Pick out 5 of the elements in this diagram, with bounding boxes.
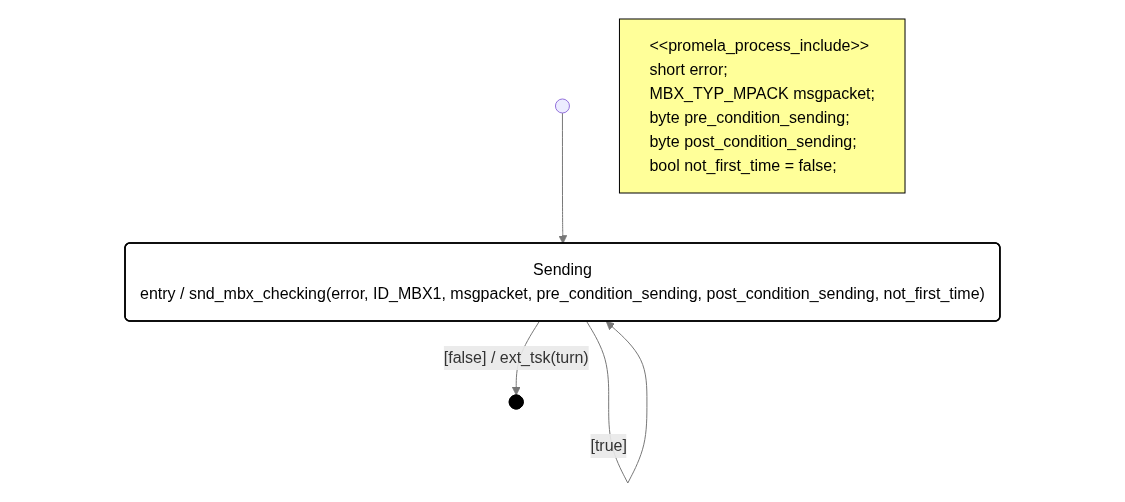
edge-label: [true] bbox=[590, 436, 627, 454]
arrow bbox=[558, 112, 568, 244]
edge-label: [false] / ext_tsk(turn) bbox=[443, 348, 589, 366]
node-box: <<promela_process_include>> short error; MBX_TYP_MPACK msgpacket; byte pre_condition_sending; byte post_condition_sending; bool not_first_time = false; bbox=[619, 18, 906, 194]
node-circle bbox=[555, 98, 570, 114]
